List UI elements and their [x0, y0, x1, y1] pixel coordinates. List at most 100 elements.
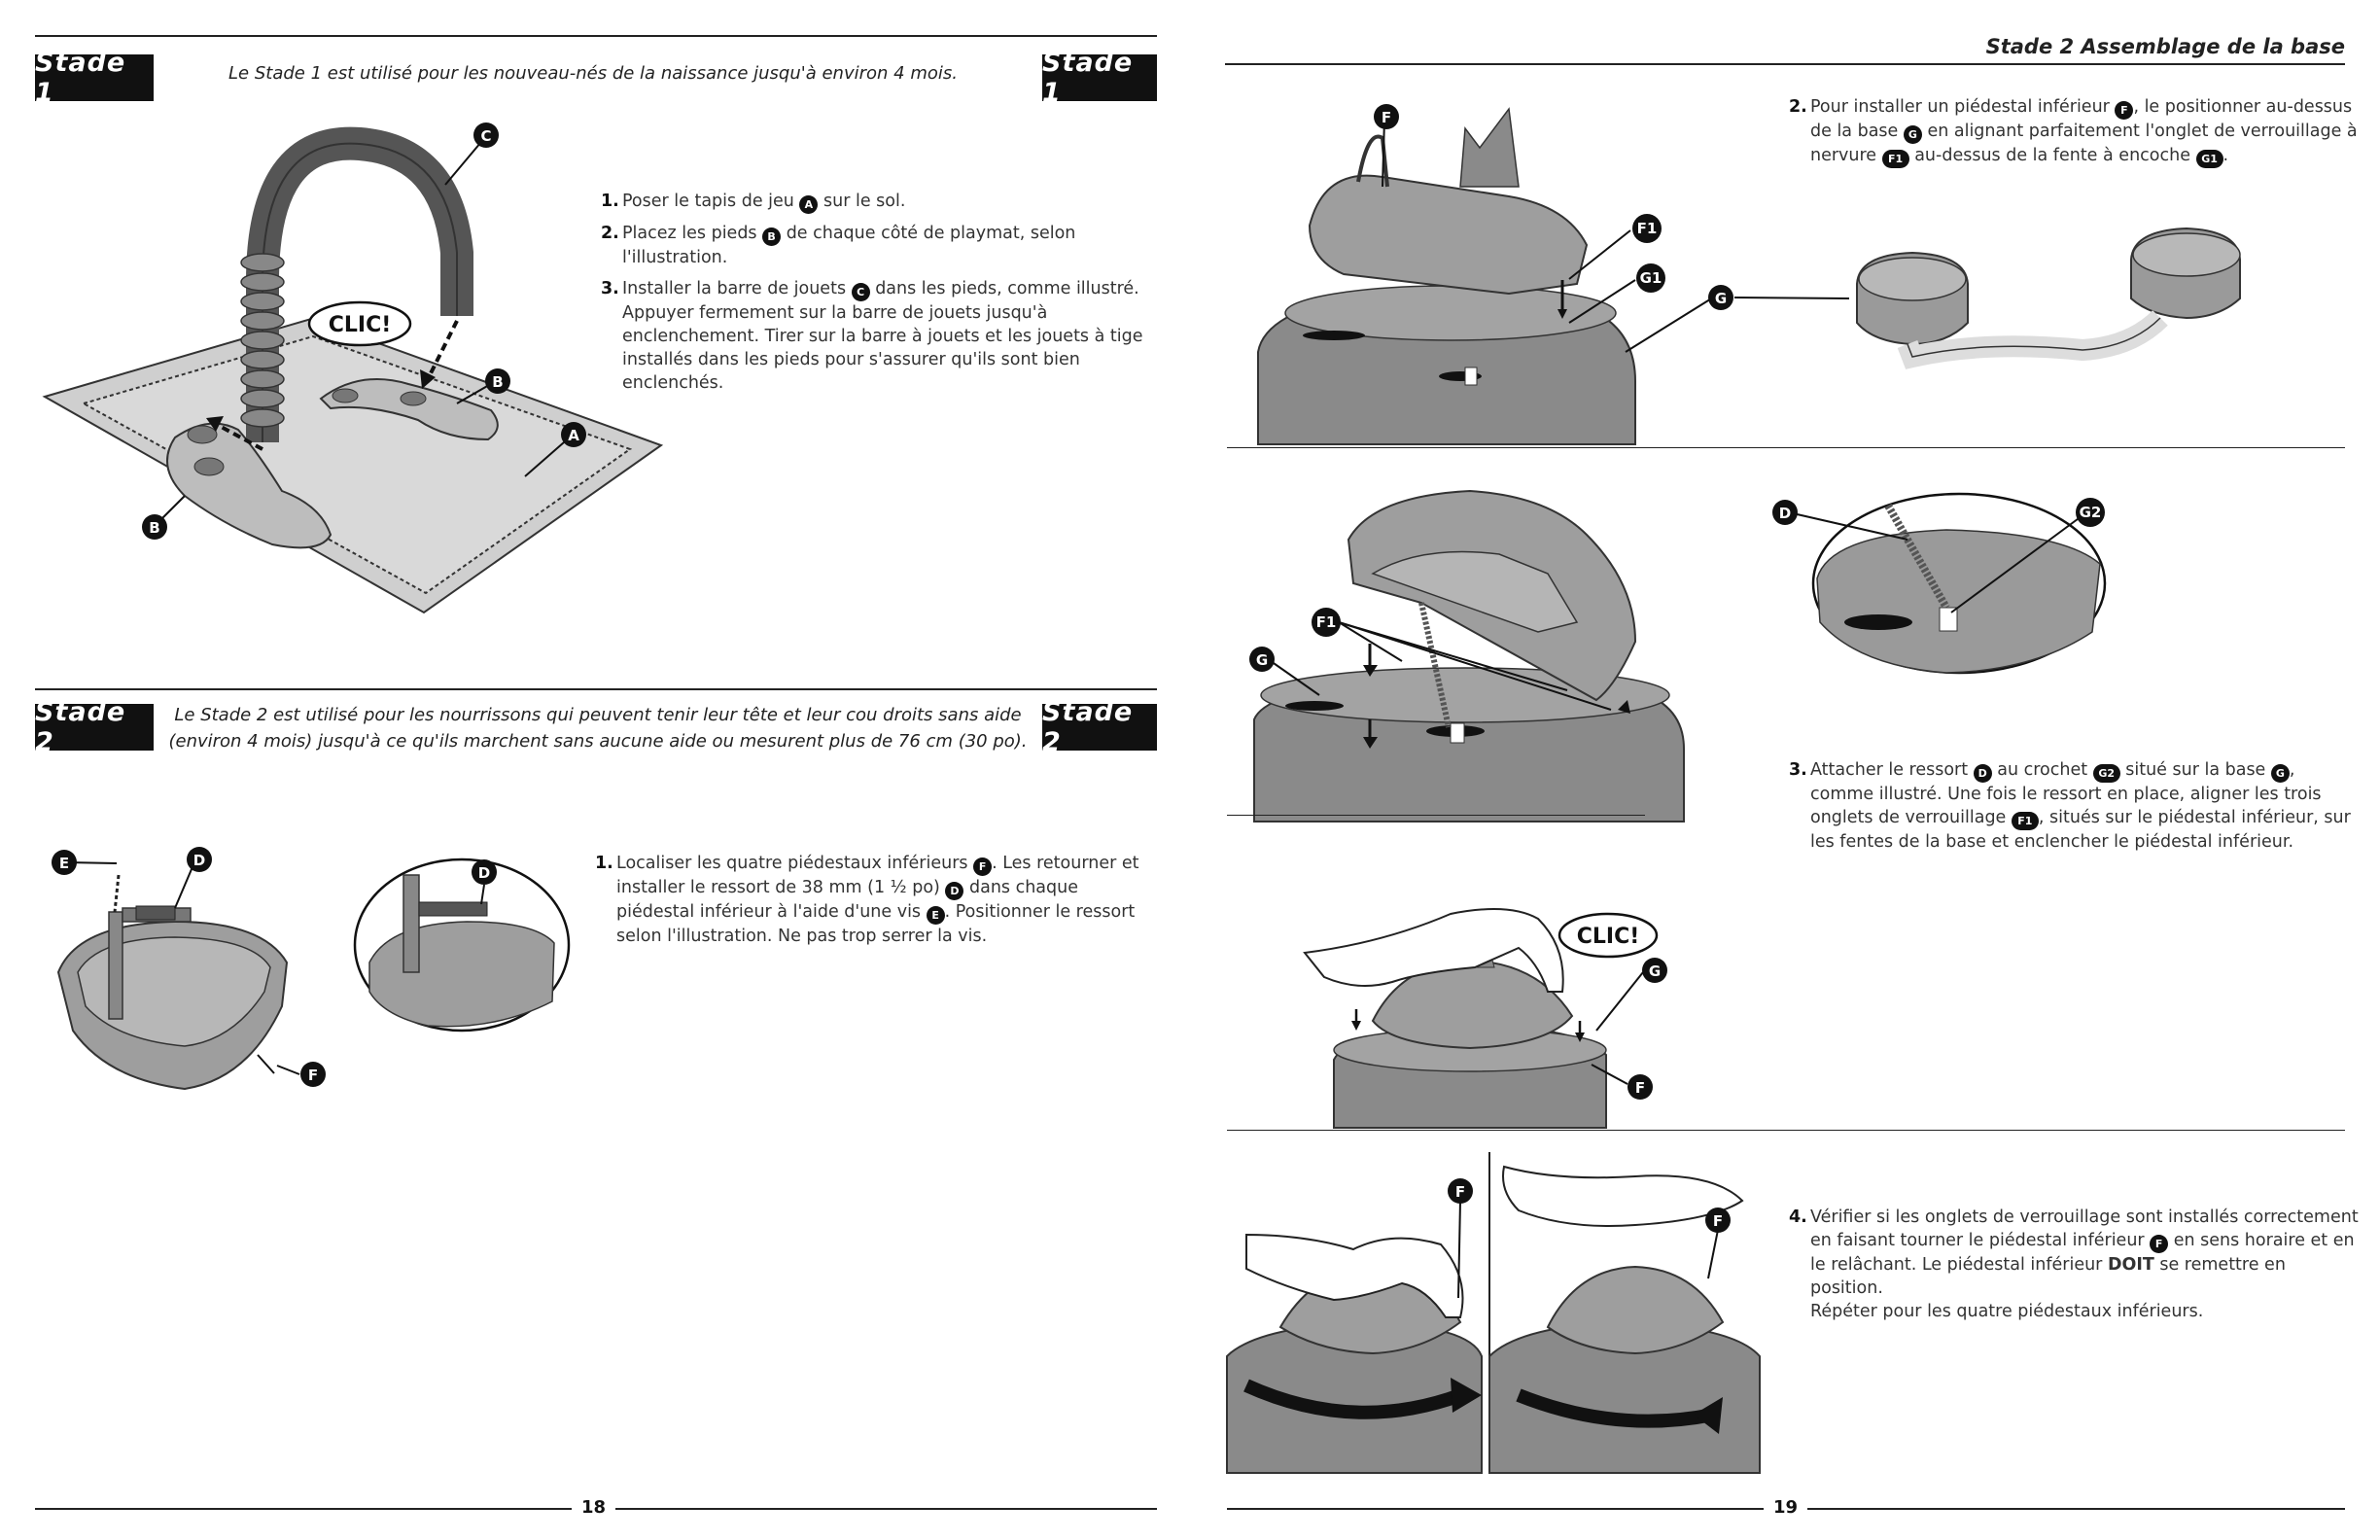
step-text: Attacher le ressort [1810, 760, 1974, 780]
rule-step3b [1227, 1130, 2345, 1131]
step-item: 3.Attacher le ressort D au crochet G2 si… [1789, 758, 2362, 854]
step2-illustration: F F1 G1 G [1257, 104, 2241, 445]
svg-text:G1: G1 [1640, 269, 1662, 287]
label-f-step2: F [1374, 104, 1399, 129]
rule-step2 [1227, 447, 2345, 448]
svg-text:F1: F1 [1316, 613, 1337, 631]
step-item: 1.Poser le tapis de jeu A sur le sol. [601, 190, 1145, 214]
step-text: , situés sur le piédestal inférieur, sur… [1810, 808, 2351, 852]
step3-clic-text: CLIC! [1577, 925, 1640, 949]
callout-badge: G [2270, 764, 2290, 783]
callout-badge: B [762, 228, 782, 246]
step-text: dans chaque piédestal inférieur à l'aide… [616, 878, 1078, 922]
callout-badge: C [851, 283, 870, 301]
label-g1: G1 [1636, 263, 1665, 293]
step-text: au crochet [1991, 760, 2093, 780]
step2-text: 2.Pour installer un piédestal inférieur … [1789, 95, 2362, 176]
svg-text:F: F [308, 1067, 318, 1084]
stage1-badge-right: Stade 1 [1042, 48, 1157, 108]
step-number: 2. [601, 224, 619, 243]
step-note: Répéter pour les quatre piédestaux infér… [1810, 1302, 2204, 1321]
label-a: A [561, 422, 586, 447]
svg-text:C: C [480, 127, 491, 145]
step-number: 3. [601, 279, 619, 298]
label-d-step3: D [1772, 500, 1798, 525]
svg-text:E: E [59, 855, 69, 872]
stage1-illustration: CLIC! C B A B [42, 122, 664, 614]
svg-text:D: D [1779, 505, 1791, 522]
callout-badge: F [2150, 1235, 2169, 1253]
step-item: 2.Placez les pieds B de chaque côté de p… [601, 222, 1145, 269]
step-text: en sens horaire et en le relâchant. Le p… [1810, 1231, 2355, 1275]
step4-text: 4.Vérifier si les onglets de verrouillag… [1789, 1206, 2362, 1331]
svg-text:D: D [193, 852, 205, 869]
label-f-step4-right: F [1705, 1208, 1731, 1233]
label-c: C [473, 122, 499, 148]
stage1-steps: 1.Poser le tapis de jeu A sur le sol. 2.P… [601, 190, 1145, 402]
step-text: au-dessus de la fente à encoche [1908, 146, 2196, 165]
page-number-right: 19 [1764, 1497, 1808, 1518]
callout-badge: F [2115, 101, 2134, 120]
top-rule-right [1225, 63, 2345, 65]
label-f1-step3: F1 [1312, 608, 1341, 637]
svg-text:F: F [1382, 109, 1391, 126]
label-d-zoom: D [472, 859, 497, 885]
pedestal-illustration: E D F D [52, 847, 571, 1091]
stage1-intro: Le Stade 1 est utilisé pour les nouveau-… [228, 63, 958, 84]
rule-step3 [1227, 815, 1645, 816]
step-text: situé sur la base [2119, 760, 2271, 780]
step-text: . Positionner le ressort selon l'illustr… [616, 902, 1136, 946]
step-number: 2. [1789, 97, 1807, 117]
step-text: de chaque côté de playmat, selon l'illus… [622, 224, 1076, 267]
step-text: Installer la barre de jouets [622, 279, 852, 298]
stage2-intro: Le Stade 2 est utilisé pour les nourriss… [168, 705, 1028, 752]
step-text: sur le sol. [818, 192, 906, 211]
step3-illustration: F1 G D G2 [1249, 489, 2107, 822]
step-number: 4. [1789, 1208, 1807, 1227]
step-text: en alignant parfaitement l'onglet de ver… [1810, 122, 2358, 165]
callout-badge: F [973, 858, 993, 876]
step-text: , comme illustré. Une fois le ressort en… [1810, 760, 2322, 827]
step-text: Localiser les quatre piédestaux inférieu… [616, 854, 974, 873]
svg-text:G: G [1715, 290, 1727, 307]
callout-badge: G [1903, 125, 1922, 144]
step-text: dans les pieds, comme illustré. Appuyer … [622, 279, 1143, 393]
step-text: Pour installer un piédestal inférieur [1810, 97, 2116, 117]
label-g2: G2 [2076, 498, 2105, 527]
top-rule-left [35, 35, 1157, 37]
label-b-right: B [485, 368, 510, 394]
step-item: 3.Installer la barre de jouets C dans le… [601, 277, 1145, 395]
svg-text:B: B [149, 519, 159, 537]
step-number: 1. [601, 192, 619, 211]
svg-text:F: F [1635, 1079, 1645, 1097]
svg-text:F: F [1455, 1183, 1465, 1201]
callout-badge: A [799, 195, 819, 214]
emphasis-text: DOIT [2107, 1255, 2154, 1275]
svg-text:G: G [1256, 651, 1268, 669]
svg-text:A: A [568, 427, 579, 444]
step3-text: 3.Attacher le ressort D au crochet G2 si… [1789, 758, 2362, 861]
label-g-step3: G [1249, 647, 1275, 672]
step4-illustration: F F [1226, 1152, 1761, 1474]
svg-text:G2: G2 [2080, 504, 2102, 521]
step-text: , le positionner au-dessus de la base [1810, 97, 2353, 141]
step-number: 3. [1789, 760, 1807, 780]
callout-badge: D [1973, 764, 1992, 783]
clic-illustration: CLIC! G F [1303, 908, 1667, 1129]
page-number-left: 18 [572, 1497, 616, 1518]
stage2-steps: 1.Localiser les quatre piédestaux inféri… [595, 852, 1159, 956]
label-b-left: B [142, 514, 167, 540]
svg-text:B: B [492, 373, 503, 391]
step-text: . [2222, 146, 2229, 165]
stage1-clic-text: CLIC! [329, 313, 392, 337]
step-item: 4.Vérifier si les onglets de verrouillag… [1789, 1206, 2362, 1323]
section-title: Stade 2 Assemblage de la base [1985, 35, 2345, 58]
callout-badge: F1 [1881, 150, 1909, 168]
callout-badge: E [926, 906, 945, 925]
svg-text:F1: F1 [1637, 220, 1658, 237]
label-f-step4-left: F [1448, 1178, 1473, 1204]
svg-text:F: F [1713, 1212, 1723, 1230]
label-f1-step2: F1 [1632, 214, 1662, 243]
label-g-step2: G [1708, 285, 1733, 310]
label-d-pedestal: D [187, 847, 212, 872]
